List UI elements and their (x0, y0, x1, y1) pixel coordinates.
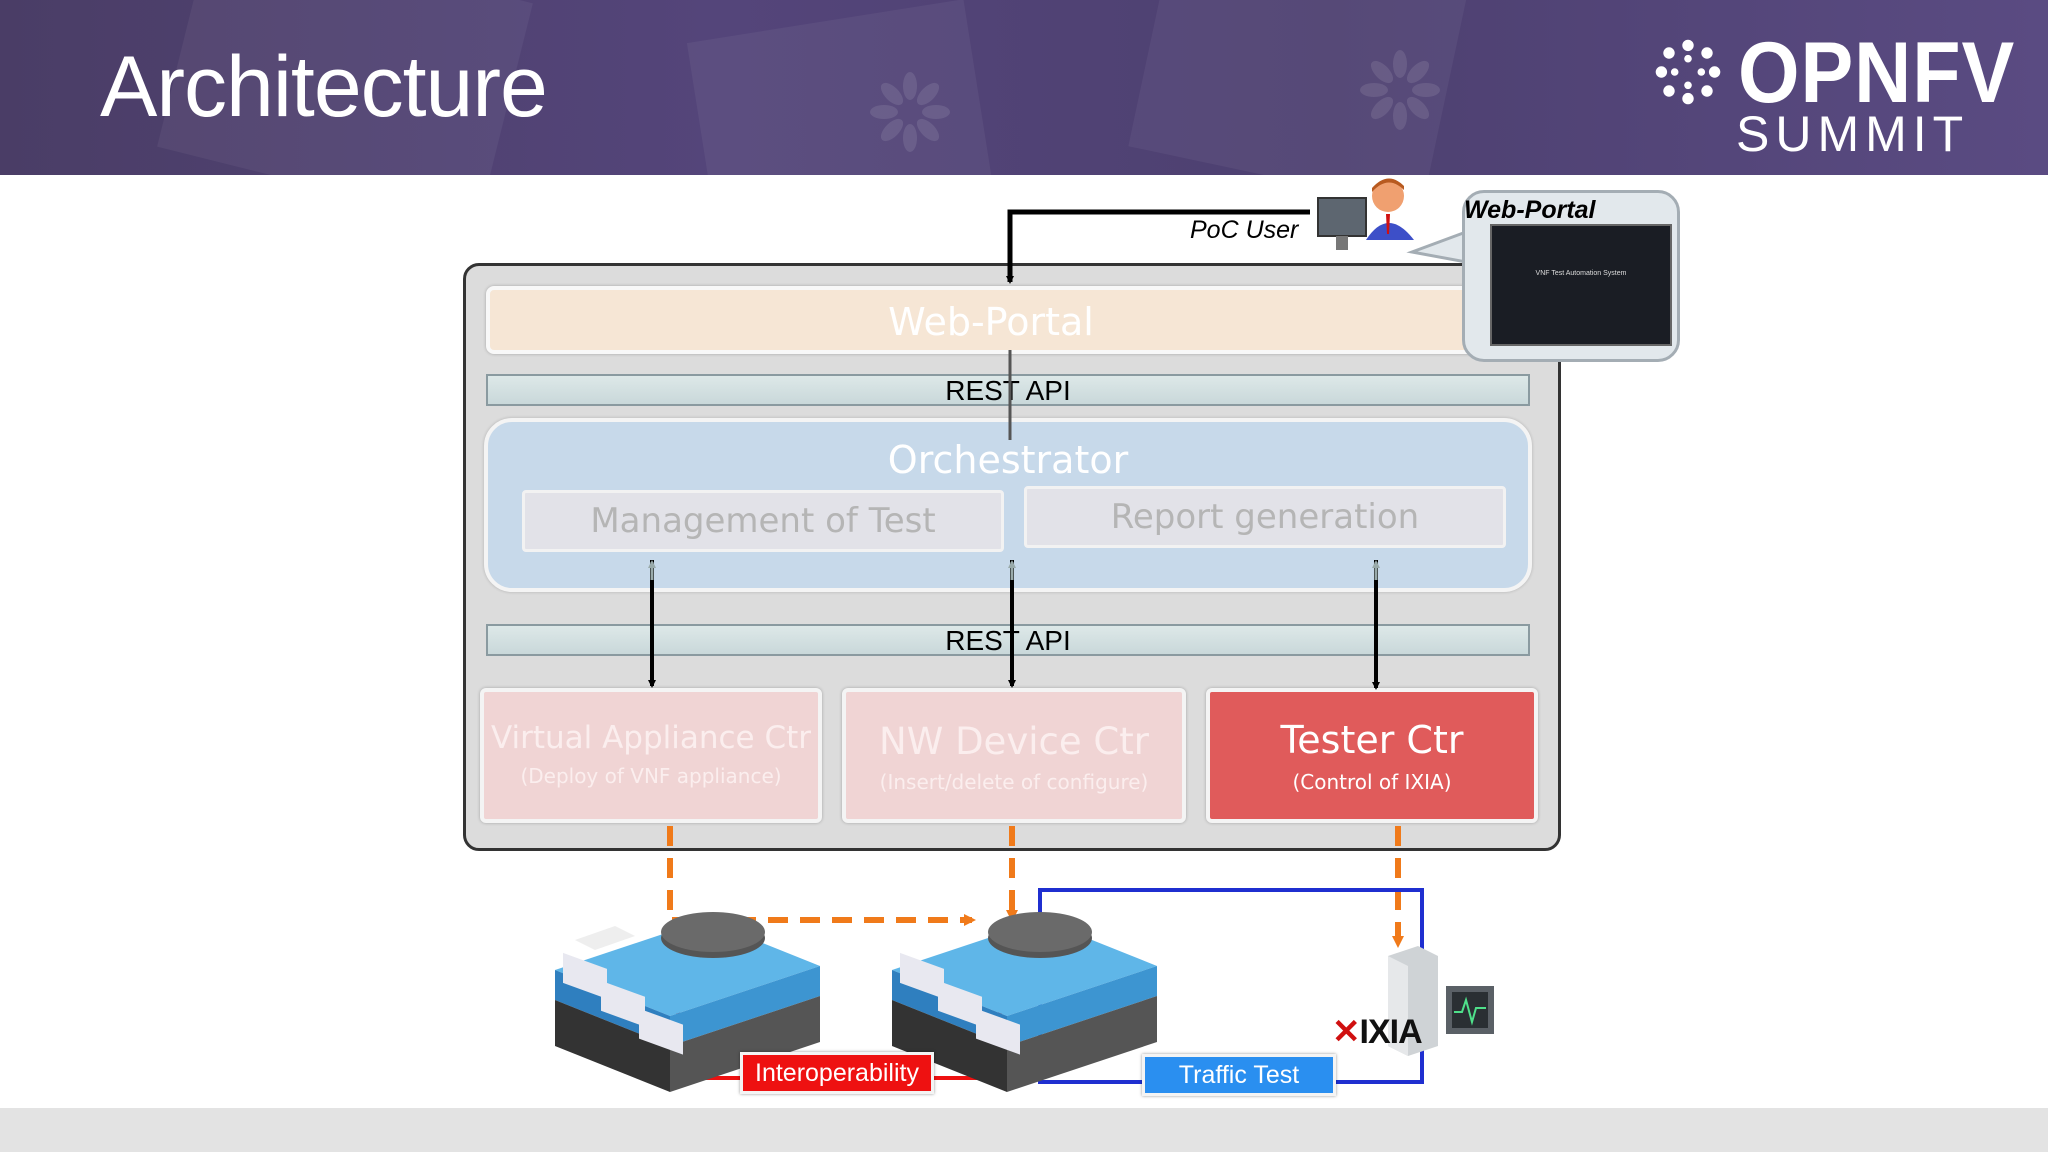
web-portal-callout-title: Web-Portal (1464, 196, 1596, 224)
web-portal-screenshot: VNF Test Automation System (1490, 224, 1672, 346)
logo-opnfv-text: OPNFV (1738, 25, 2016, 121)
flower-watermark-icon (1360, 50, 1440, 130)
traffic-test-label: Traffic Test (1142, 1054, 1336, 1096)
tester-ctr-sub: (Control of IXIA) (1292, 770, 1452, 794)
logo-summit-text: SUMMIT (1736, 106, 1970, 162)
poc-user-icon (1317, 178, 1414, 250)
rest-api-bar-bottom: REST API (486, 624, 1530, 656)
orchestrator-label: Orchestrator (887, 438, 1129, 482)
page-title: Architecture (100, 39, 548, 135)
flower-watermark-icon (870, 72, 950, 152)
traffic-test-line (1038, 888, 1424, 1084)
nw-device-ctr-label: NW Device Ctr (879, 720, 1149, 763)
management-of-test-box: Management of Test (522, 490, 1004, 552)
web-portal-layer: Web-Portal (486, 286, 1496, 354)
report-generation-box: Report generation (1024, 486, 1506, 548)
virtual-appliance-ctr-box: Virtual Appliance Ctr (Deploy of VNF app… (480, 688, 822, 823)
rest-api-bar-top: REST API (486, 374, 1530, 406)
web-portal-screenshot-title: VNF Test Automation System (1535, 270, 1627, 277)
slide-header: Architecture OPNFV SUMMIT (0, 0, 2048, 175)
ixia-logo: ✕IXIA (1332, 1012, 1423, 1052)
nw-device-ctr-sub: (Insert/delete of configure) (879, 770, 1149, 794)
nw-device-ctr-box: NW Device Ctr (Insert/delete of configur… (842, 688, 1186, 823)
interoperability-label: Interoperability (740, 1052, 934, 1094)
tester-ctr-box: Tester Ctr (Control of IXIA) (1206, 688, 1538, 823)
ixia-tester-device (1388, 946, 1494, 1056)
poc-user-label: PoC User (1190, 216, 1299, 244)
web-portal-layer-label: Web-Portal (888, 300, 1094, 344)
opnfv-flower-icon (1655, 39, 1721, 105)
ixia-label: IXIA (1359, 1013, 1423, 1051)
va-deploy-dashed-arrow (667, 826, 976, 926)
poc-user-arrow (1006, 209, 1310, 284)
ixia-x-icon: ✕ (1332, 1013, 1360, 1051)
tester-ctr-label: Tester Ctr (1280, 718, 1464, 762)
slide-footer (0, 1108, 2048, 1152)
opnfv-summit-logo: OPNFV SUMMIT (1650, 30, 2014, 162)
vmware-esx-server-1 (555, 912, 820, 1092)
virtual-appliance-ctr-sub: (Deploy of VNF appliance) (520, 764, 782, 788)
virtual-appliance-ctr-label: Virtual Appliance Ctr (490, 720, 812, 756)
vmware-esx-server-2 (892, 912, 1157, 1092)
